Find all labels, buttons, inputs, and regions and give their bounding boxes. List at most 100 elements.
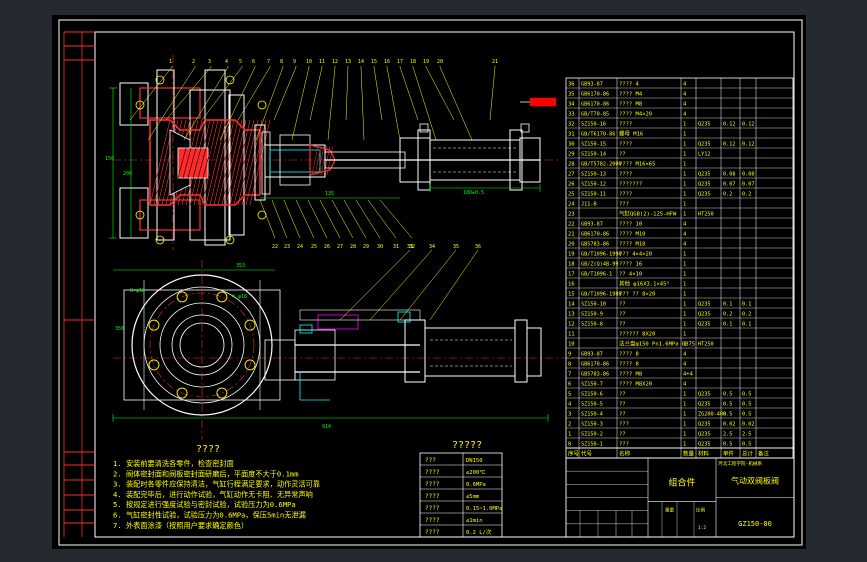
bom-no: 8 <box>568 362 571 368</box>
bom-name: 螺母 M16 <box>619 130 643 138</box>
bom-material: HT250 <box>698 342 714 348</box>
bom-no: 5 <box>568 392 571 398</box>
note-line: 1. 安装前要清洗各零件，检查密封面 <box>113 459 234 468</box>
outer-border <box>58 19 803 546</box>
bom-code: SZ150-3 <box>581 422 603 428</box>
bom-code: GB93-87 <box>581 222 603 228</box>
bom-weight-total: 0.1 <box>742 322 751 328</box>
bom-code: SZ150-4 <box>581 412 603 418</box>
callout-3: 3 <box>208 59 211 65</box>
note-line: 5. 按规定进行强度试验与密封试验，试验压力为0.6MPa <box>113 500 296 509</box>
bom-no: 22 <box>568 222 575 228</box>
bom-name: ???? M10 <box>619 232 646 238</box>
bom-qty: 1 <box>683 282 686 288</box>
scale-value: 1:2 <box>698 525 706 531</box>
bom-material: Q235 <box>698 322 711 328</box>
bom-name: 其他 φ16X3.1×45° <box>619 280 670 288</box>
note-line: 2. 阀体密封面和阀板密封面研磨后，平面度不大于0.1mm <box>113 469 299 478</box>
bom-qty: 1 <box>683 182 686 188</box>
spec-label: ???? <box>425 469 440 476</box>
bom-name: ?? <box>619 402 626 408</box>
callout-15: 15 <box>371 59 377 65</box>
callout-14: 14 <box>358 59 364 65</box>
callout-6: 6 <box>252 59 255 65</box>
bom-name: ?? <box>619 432 626 438</box>
bom-name: ???? <box>619 172 632 178</box>
bom-no: 12 <box>568 322 575 328</box>
note-line: 4. 装配完毕后，进行动作试验，气缸动作无卡阻、无异常声响 <box>113 490 313 499</box>
bom-no: 26 <box>568 182 575 188</box>
bom-name: ??? <box>619 442 629 448</box>
bom-code: J11-B <box>581 202 597 208</box>
bom-qty: 4 <box>683 362 687 368</box>
bom-qty: 1 <box>683 342 686 348</box>
bom-weight-unit: 0.12 <box>723 142 736 148</box>
bom-code: SZ150-7 <box>581 382 603 388</box>
bom-no: 4 <box>568 402 572 408</box>
bom-header-name: 名称 <box>619 450 631 458</box>
callout-21: 21 <box>492 59 498 65</box>
bom-name: 气缸QGB(2)-125-HFW <box>619 210 677 218</box>
bom-material: Q235 <box>698 442 711 448</box>
bom-no: 30 <box>568 142 575 148</box>
sheet-background <box>52 15 806 549</box>
bom-code: SZ150-9 <box>581 312 603 318</box>
bom-no: 0 <box>568 442 571 448</box>
bom-qty: 1 <box>683 272 686 278</box>
callout-19: 19 <box>423 59 429 65</box>
callout-16: 16 <box>384 59 390 65</box>
spec-label: ???? <box>425 517 440 524</box>
bom-no: 24 <box>568 202 575 208</box>
bom-name: ???? M4×20 <box>619 112 652 118</box>
bom-no: 28 <box>568 162 575 168</box>
assembly-label: 组合件 <box>668 477 695 489</box>
bom-weight-unit: 0.5 <box>723 442 732 448</box>
note-line: 6. 气缸密封性试验，试验压力为0.6MPa，保压5min无泄漏 <box>113 511 306 520</box>
bom-material: Q235 <box>698 172 711 178</box>
callout-9: 9 <box>293 59 296 65</box>
bom-name: ???? <box>619 142 632 148</box>
bom-no: 33 <box>568 112 575 118</box>
bom-no: 15 <box>568 292 575 298</box>
dim-vert-b: 200 <box>123 171 132 177</box>
bom-code: GB/T6170-86 <box>581 132 615 138</box>
bom-qty: 1 <box>683 442 686 448</box>
bom-weight-unit: 0.02 <box>723 422 736 428</box>
valve-body-section <box>149 119 271 206</box>
bom-material: LY12 <box>698 152 711 158</box>
bom-qty: 1 <box>683 212 686 218</box>
bom-qty: 4 <box>683 232 687 238</box>
bom-qty: 4 <box>683 102 687 108</box>
bom-qty: 1 <box>683 332 686 338</box>
bom-no: 7 <box>568 372 571 378</box>
bom-no: 2 <box>568 422 571 428</box>
bom-code: SZ150-12 <box>581 182 606 188</box>
spec-value: ≤5mm <box>466 494 480 500</box>
designer-note: 河北工程学院·机械系 <box>718 460 763 467</box>
bom-name: ?? <box>619 322 626 328</box>
bom-qty: 1 <box>683 292 686 298</box>
bom-weight-unit: 0.1 <box>723 322 732 328</box>
binding-strip <box>63 31 95 537</box>
callout-32: 32 <box>409 244 415 250</box>
callout-4: 4 <box>225 59 228 65</box>
bom-qty: 1 <box>683 122 686 128</box>
spec-value: DN150 <box>466 458 483 464</box>
callout-30: 30 <box>377 244 383 250</box>
bom-code: GB/T1096-1988 <box>581 292 622 298</box>
